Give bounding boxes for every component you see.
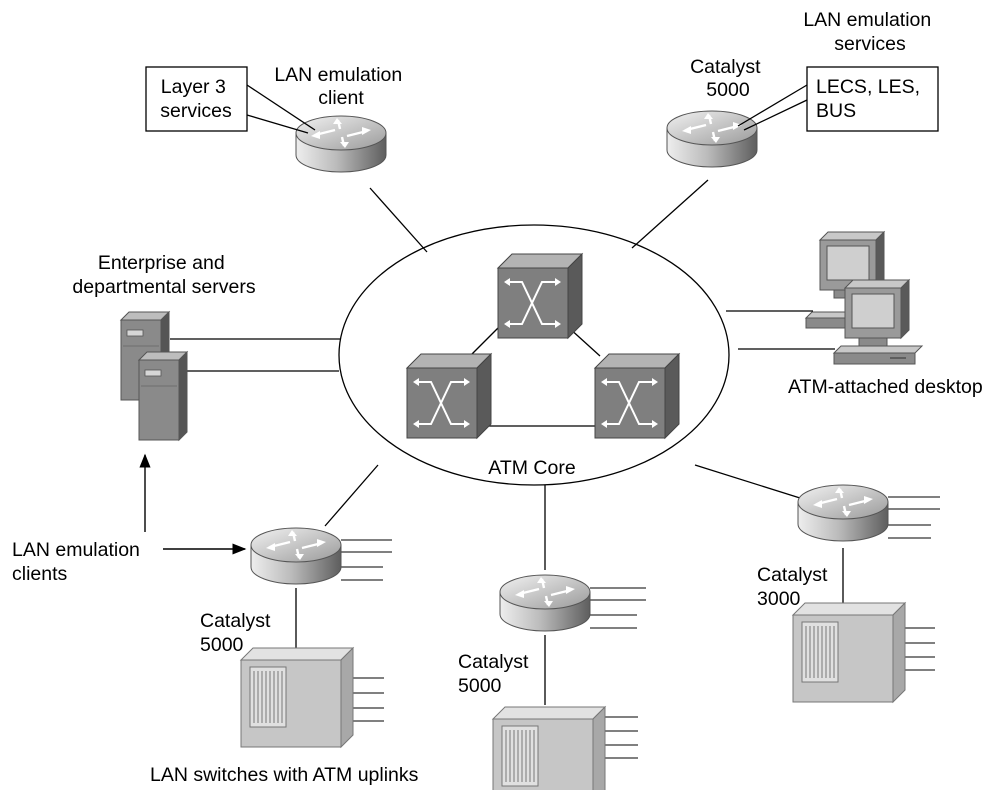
router-icon [498, 573, 592, 633]
atm-core-label: ATM Core [488, 457, 575, 479]
catalyst-top-right-label: Catalyst 5000 [690, 56, 766, 101]
router-icon [796, 483, 890, 543]
atm-desktop-label: ATM-attached desktop [788, 376, 983, 398]
lecs-les-bus-label: LECS, LES, BUS [816, 76, 925, 122]
lan-switches-label: LAN switches with ATM uplinks [150, 764, 419, 786]
atm-switch-icon [406, 353, 492, 439]
lan-switch-icon [492, 706, 606, 790]
layer3-services-label: Layer 3 services [160, 76, 232, 122]
router-icon [249, 526, 343, 586]
lan-switch-icon [792, 602, 906, 703]
layer3-services-box [145, 66, 248, 132]
router-icon [294, 114, 388, 174]
server-icon [138, 351, 188, 441]
link-catalyst-bottom-left [324, 464, 379, 527]
lec-clients-label: LAN emulation clients [12, 539, 145, 585]
router-ports [341, 496, 940, 629]
link-catalyst-right [694, 464, 801, 499]
callout-line [246, 114, 309, 134]
lec-top-label: LAN emulation client [274, 64, 407, 109]
callout-line [743, 99, 808, 131]
atm-switch-icon [594, 353, 680, 439]
lan-switch-icon [240, 647, 354, 748]
callout-line [737, 84, 808, 127]
atm-switch-icon [497, 253, 583, 339]
catalyst-bottom-center-label: Catalyst 5000 [458, 651, 534, 697]
catalyst-right-label: Catalyst 3000 [757, 564, 833, 610]
link-lec-top [369, 187, 428, 253]
callout-line [246, 84, 316, 131]
lecs-les-bus-box [806, 66, 939, 132]
lane-services-label: LAN emulation services [803, 9, 936, 55]
link-catalyst-top-right [631, 179, 709, 249]
workstation-icon [844, 279, 910, 347]
keyboard-icon [832, 345, 924, 365]
catalyst-bottom-left-label: Catalyst 5000 [200, 610, 276, 656]
router-icon [665, 109, 759, 169]
servers-label: Enterprise and departmental servers [72, 252, 255, 298]
core-link [469, 326, 500, 357]
